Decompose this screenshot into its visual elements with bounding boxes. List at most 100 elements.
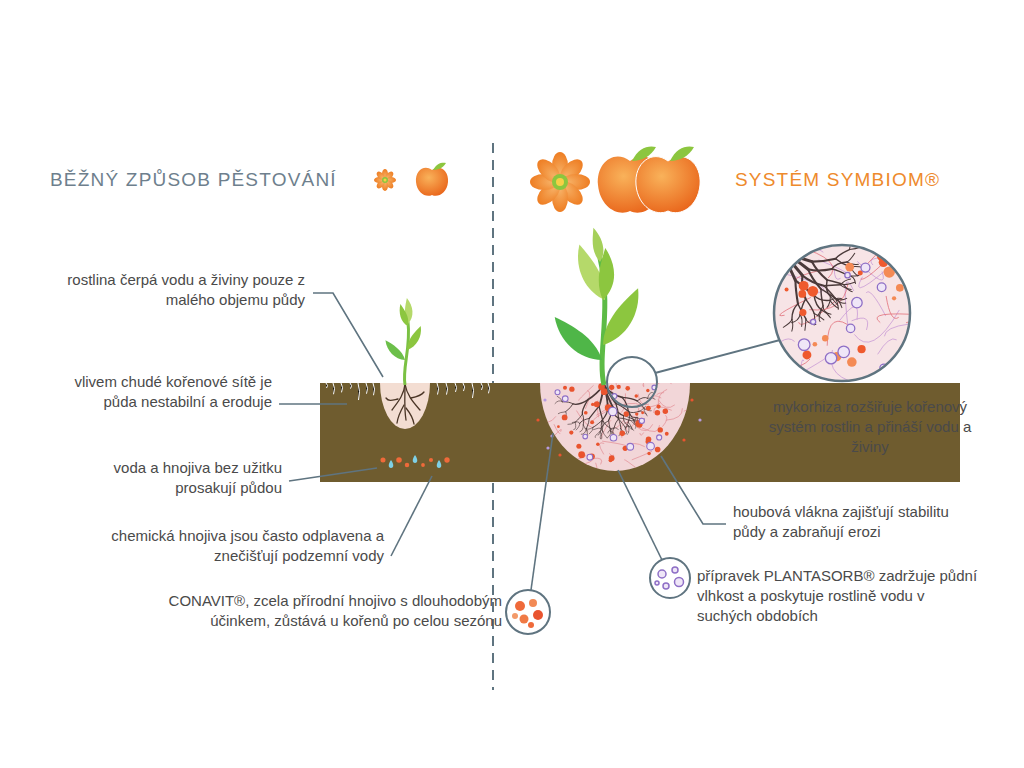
root [640,411,647,414]
crack [333,383,335,394]
note-text-box: vlivem chudé kořenové sítě je půda nesta… [50,372,272,412]
note-text-box: mykorhiza rozšiřuje kořenový systém rost… [768,397,972,457]
fertilizer-dot [429,458,433,462]
root [608,407,619,418]
fertilizer-dot [380,457,385,462]
hypha [791,249,823,268]
hypha [780,255,795,262]
fertilizer-dot [609,385,614,390]
root [830,298,842,300]
crack [437,383,439,395]
fertilizer-dot [803,351,812,360]
root [798,304,806,319]
crack [366,383,368,394]
apple-icon [416,163,448,196]
petal [533,155,564,186]
moisture-granule [825,353,836,364]
crack [488,383,490,393]
fertilizer-dot [665,432,669,436]
hypha [640,432,644,435]
hypha [554,424,560,433]
root [832,262,847,269]
hypha [748,260,779,299]
flower-center [552,174,568,190]
fertilizer-dot [813,342,818,347]
moisture-granule [543,398,546,401]
moisture-granule [555,390,560,395]
hypha [886,296,899,318]
root [614,419,619,429]
hypha [568,460,593,467]
flower-icon [530,152,590,212]
root [609,421,611,432]
fertilizer-dot [690,398,693,401]
root [618,418,621,429]
petal [375,170,386,181]
root [847,253,855,262]
root [603,432,607,438]
root [601,421,609,429]
crack [463,383,465,391]
roots [386,384,424,424]
hypha [658,400,675,408]
water-drop [389,460,394,468]
root [580,425,583,432]
hypha [662,415,666,426]
root [637,397,647,401]
hypha [643,380,644,387]
root [598,428,601,435]
plantasorb-icon [650,558,690,598]
fertilizer-dot [778,245,790,257]
fertilizer-dot [892,296,896,300]
hypha [840,307,858,321]
moisture-granule [846,324,854,332]
hypha [898,340,942,368]
root [611,428,618,430]
hypha [854,310,899,342]
root [583,425,587,431]
crack [446,383,448,395]
root [792,304,798,320]
hypha [594,463,597,470]
fertilizer-dot [591,403,594,406]
root [822,310,831,318]
crack [481,383,483,390]
fertilizer-dot [658,427,663,432]
fertilizer-dot [655,410,661,416]
note-text: mykorhiza rozšiřuje kořenový systém rost… [768,397,972,457]
hypha [857,226,904,276]
moisture-granule [798,339,810,351]
hypha [893,269,941,275]
hypha [666,408,683,420]
column-heading: BĚŽNÝ ZPŮSOB PĚSTOVÁNÍ [50,168,370,192]
fertilizer-dot [822,335,828,341]
fertilizer-dot [578,451,585,458]
root [783,319,792,327]
fertilizer-dot [536,418,539,421]
fertilizer-dot [405,463,410,468]
leader-line [289,468,377,481]
root [589,406,599,418]
fertilizer-dot [635,412,638,415]
hypha [827,321,854,346]
fertilizer-dot [896,284,904,292]
crack [341,383,343,392]
fertilizer-dot [845,263,854,272]
note-text: houbová vlákna zajišťují stabilitu půdy … [733,502,983,542]
note-text: CONAVIT®, zcela přírodní hnojivo s dlouh… [132,591,502,631]
flower-center [556,178,564,186]
leader-line [531,433,553,590]
root [830,300,839,308]
root [806,299,815,313]
water-drop [413,455,418,463]
fertilizer-dot [646,406,651,411]
fertilizer-dot [656,404,660,408]
leader-line [618,470,662,560]
root-zone [540,383,690,471]
note-text-box: přípravek PLANTASORB® zadržuje půdní vlh… [697,566,982,626]
fertilizer-dot [799,281,809,291]
hypha [799,360,803,384]
crack [350,383,352,389]
hypha [602,441,626,446]
fertilizer-dot [807,286,818,297]
